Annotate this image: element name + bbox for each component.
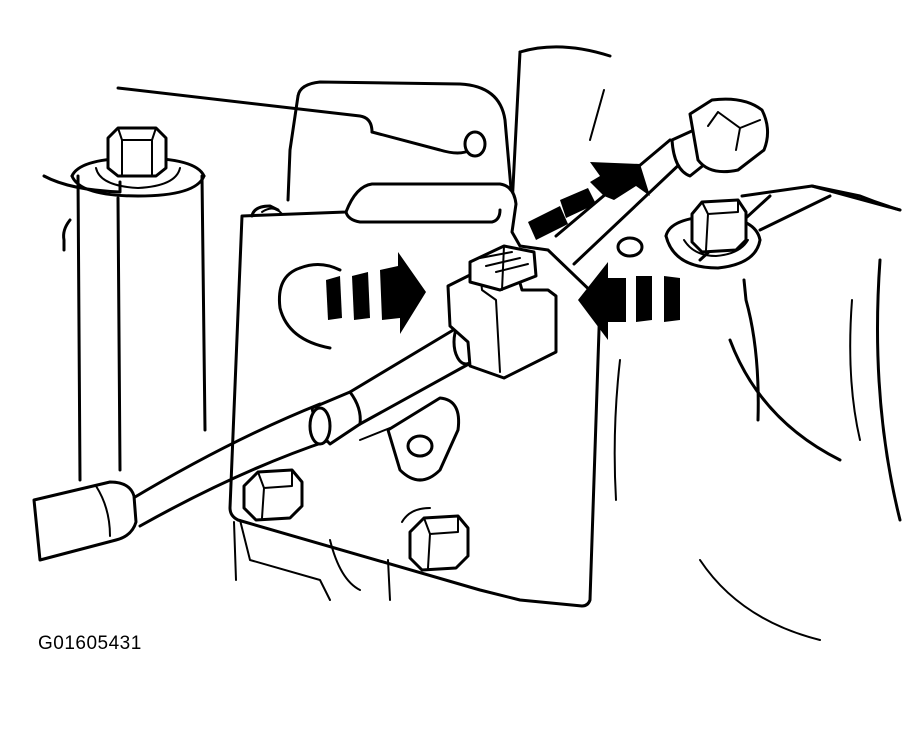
lower-bolts [242, 468, 470, 572]
push-arrow-left-icon [578, 262, 680, 340]
upper-right-bolt [664, 198, 762, 270]
push-arrow-right-icon [326, 252, 426, 334]
cable-end-lug [359, 396, 461, 482]
left-mount-post [42, 126, 207, 482]
figure-id-label: G01605431 [38, 633, 142, 654]
pull-arrow-up-right-icon [528, 162, 650, 240]
upper-cable-to-anchor [554, 97, 772, 266]
background-housing [116, 45, 902, 641]
cable-retainer-clip [446, 244, 558, 380]
